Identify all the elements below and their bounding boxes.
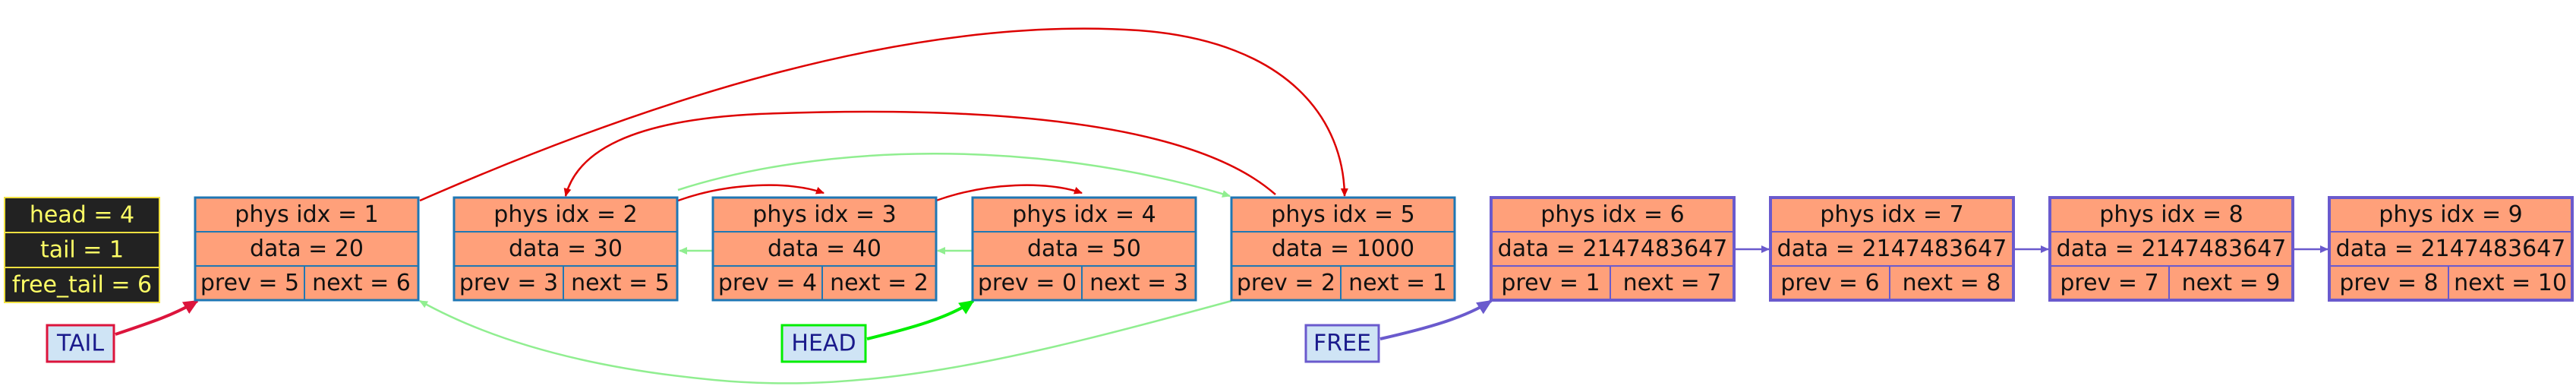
prev-edge-1-to-5 (419, 299, 1232, 384)
pointer-label-free: FREE (1313, 331, 1371, 357)
node-data-label: data = 2147483647 (1777, 236, 2007, 262)
node-8: phys idx = 8 data = 2147483647 prev = 7 nex… (2048, 196, 2294, 302)
node-1: phys idx = 1 data = 20 prev = 5 next = 6 (194, 196, 420, 302)
node-5: phys idx = 5 data = 1000 prev = 2 next = 1 (1230, 196, 1456, 302)
node-prev-label: prev = 5 (200, 270, 299, 296)
node-idx-label: phys idx = 9 (2379, 201, 2522, 228)
node-idx-label: phys idx = 5 (1271, 201, 1414, 228)
pointer-free: FREE (1304, 324, 1380, 363)
node-9: phys idx = 9 data = 2147483647 prev = 8 nex… (2328, 196, 2574, 302)
register-label-0: head = 4 (30, 202, 134, 229)
next-edge-3-to-4 (935, 184, 1083, 202)
node-idx-label: phys idx = 1 (235, 201, 378, 228)
node-idx-label: phys idx = 7 (1820, 201, 1963, 228)
node-next-label: next = 7 (1623, 270, 1722, 296)
node-prev-label: prev = 6 (1780, 270, 1879, 296)
next-edge-5-to-2 (563, 110, 1276, 197)
next-edge-2-to-3 (677, 184, 825, 202)
pointer-label-tail: TAIL (56, 331, 104, 357)
node-data-label: data = 2147483647 (2336, 236, 2566, 262)
register-1: tail = 1 (4, 232, 160, 268)
node-data-label: data = 1000 (1272, 236, 1414, 262)
node-3: phys idx = 3 data = 40 prev = 4 next = 2 (711, 196, 938, 302)
node-prev-label: prev = 4 (718, 270, 817, 296)
node-next-label: next = 1 (1348, 270, 1447, 296)
node-next-label: next = 3 (1089, 270, 1188, 296)
node-data-label: data = 40 (768, 236, 881, 262)
node-idx-label: phys idx = 3 (752, 201, 896, 228)
node-next-label: next = 9 (2182, 270, 2281, 296)
next-edge-1-to-5 (419, 27, 1348, 202)
node-next-label: next = 10 (2454, 270, 2567, 296)
pointer-head: HEAD (780, 324, 867, 363)
pointer-labels: TAIL HEAD FREE (46, 324, 1380, 363)
edges (115, 27, 2328, 384)
node-idx-label: phys idx = 4 (1012, 201, 1156, 228)
node-7: phys idx = 7 data = 2147483647 prev = 6 nex… (1769, 196, 2015, 302)
node-prev-label: prev = 3 (459, 270, 558, 296)
node-4: phys idx = 4 data = 50 prev = 0 next = 3 (971, 196, 1197, 302)
free-pointer-arrow (1379, 299, 1493, 340)
tail-pointer-arrow (115, 299, 199, 336)
node-2: phys idx = 2 data = 30 prev = 3 next = 5 (452, 196, 679, 302)
node-data-label: data = 2147483647 (1498, 236, 1728, 262)
node-data-label: data = 30 (509, 236, 623, 262)
node-next-label: next = 6 (312, 270, 411, 296)
node-idx-label: phys idx = 2 (493, 201, 637, 228)
node-next-label: next = 5 (571, 270, 670, 296)
node-next-label: next = 2 (830, 270, 929, 296)
node-prev-label: prev = 2 (1237, 270, 1335, 296)
head-pointer-arrow (866, 299, 975, 340)
register-2: free_tail = 6 (4, 267, 160, 303)
prev-edge-2-to-5 (677, 153, 1231, 198)
node-idx-label: phys idx = 6 (1540, 201, 1684, 228)
node-prev-label: prev = 1 (1501, 270, 1600, 296)
register-panel: head = 4 tail = 1 free_tail = 6 (4, 197, 160, 303)
node-data-label: data = 20 (250, 236, 364, 262)
register-label-2: free_tail = 6 (12, 272, 152, 299)
node-data-label: data = 2147483647 (2057, 236, 2287, 262)
node-prev-label: prev = 8 (2339, 270, 2438, 296)
pointer-tail: TAIL (46, 324, 115, 363)
node-next-label: next = 8 (1903, 270, 2001, 296)
node-data-label: data = 50 (1027, 236, 1141, 262)
node-6: phys idx = 6 data = 2147483647 prev = 1 nex… (1490, 196, 1736, 302)
node-prev-label: prev = 7 (2060, 270, 2158, 296)
register-label-1: tail = 1 (40, 237, 124, 264)
node-prev-label: prev = 0 (978, 270, 1077, 296)
register-0: head = 4 (4, 197, 160, 233)
pointer-label-head: HEAD (791, 331, 856, 357)
node-idx-label: phys idx = 8 (2099, 201, 2243, 228)
